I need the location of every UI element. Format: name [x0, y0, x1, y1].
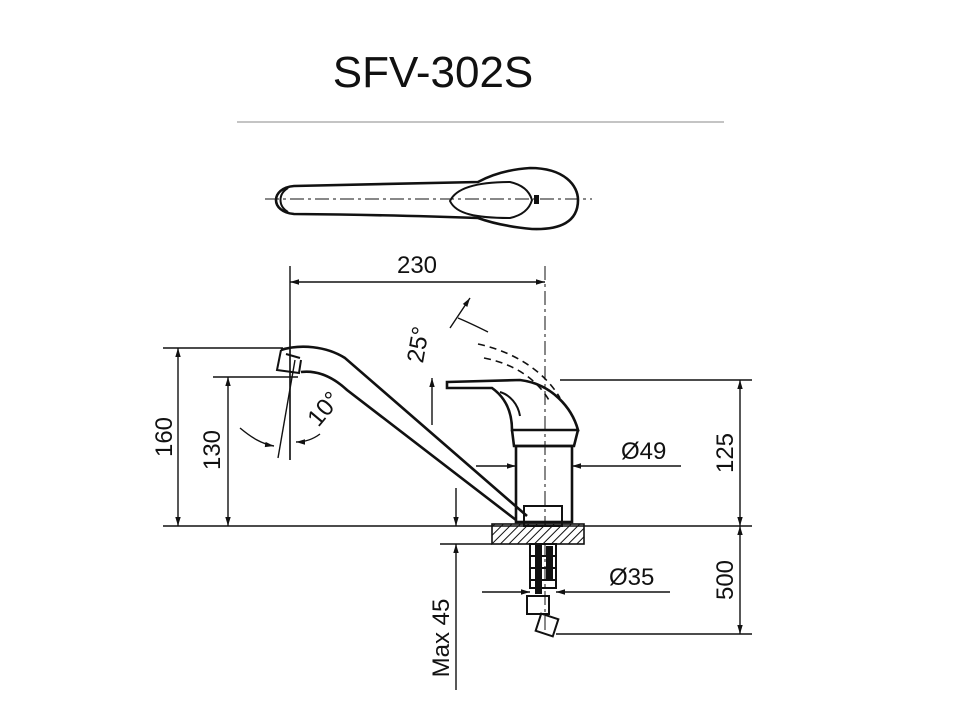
angle-10: 10°	[302, 387, 346, 432]
dimension-125: 125	[712, 433, 739, 473]
front-view	[275, 266, 585, 638]
top-view	[265, 166, 592, 231]
dimension-130: 130	[199, 430, 226, 470]
angle-25: 25°	[402, 324, 435, 364]
dimension-230: 230	[397, 252, 437, 279]
dimension-diameter-49: Ø49	[621, 438, 666, 465]
dimension-500: 500	[712, 560, 739, 600]
drawing-title: SFV-302S	[332, 48, 534, 97]
dimension-max-45: Max 45	[428, 599, 455, 678]
dimension-diameter-35: Ø35	[609, 564, 654, 591]
dimension-160: 160	[151, 417, 178, 457]
dimension-lines	[163, 266, 752, 690]
